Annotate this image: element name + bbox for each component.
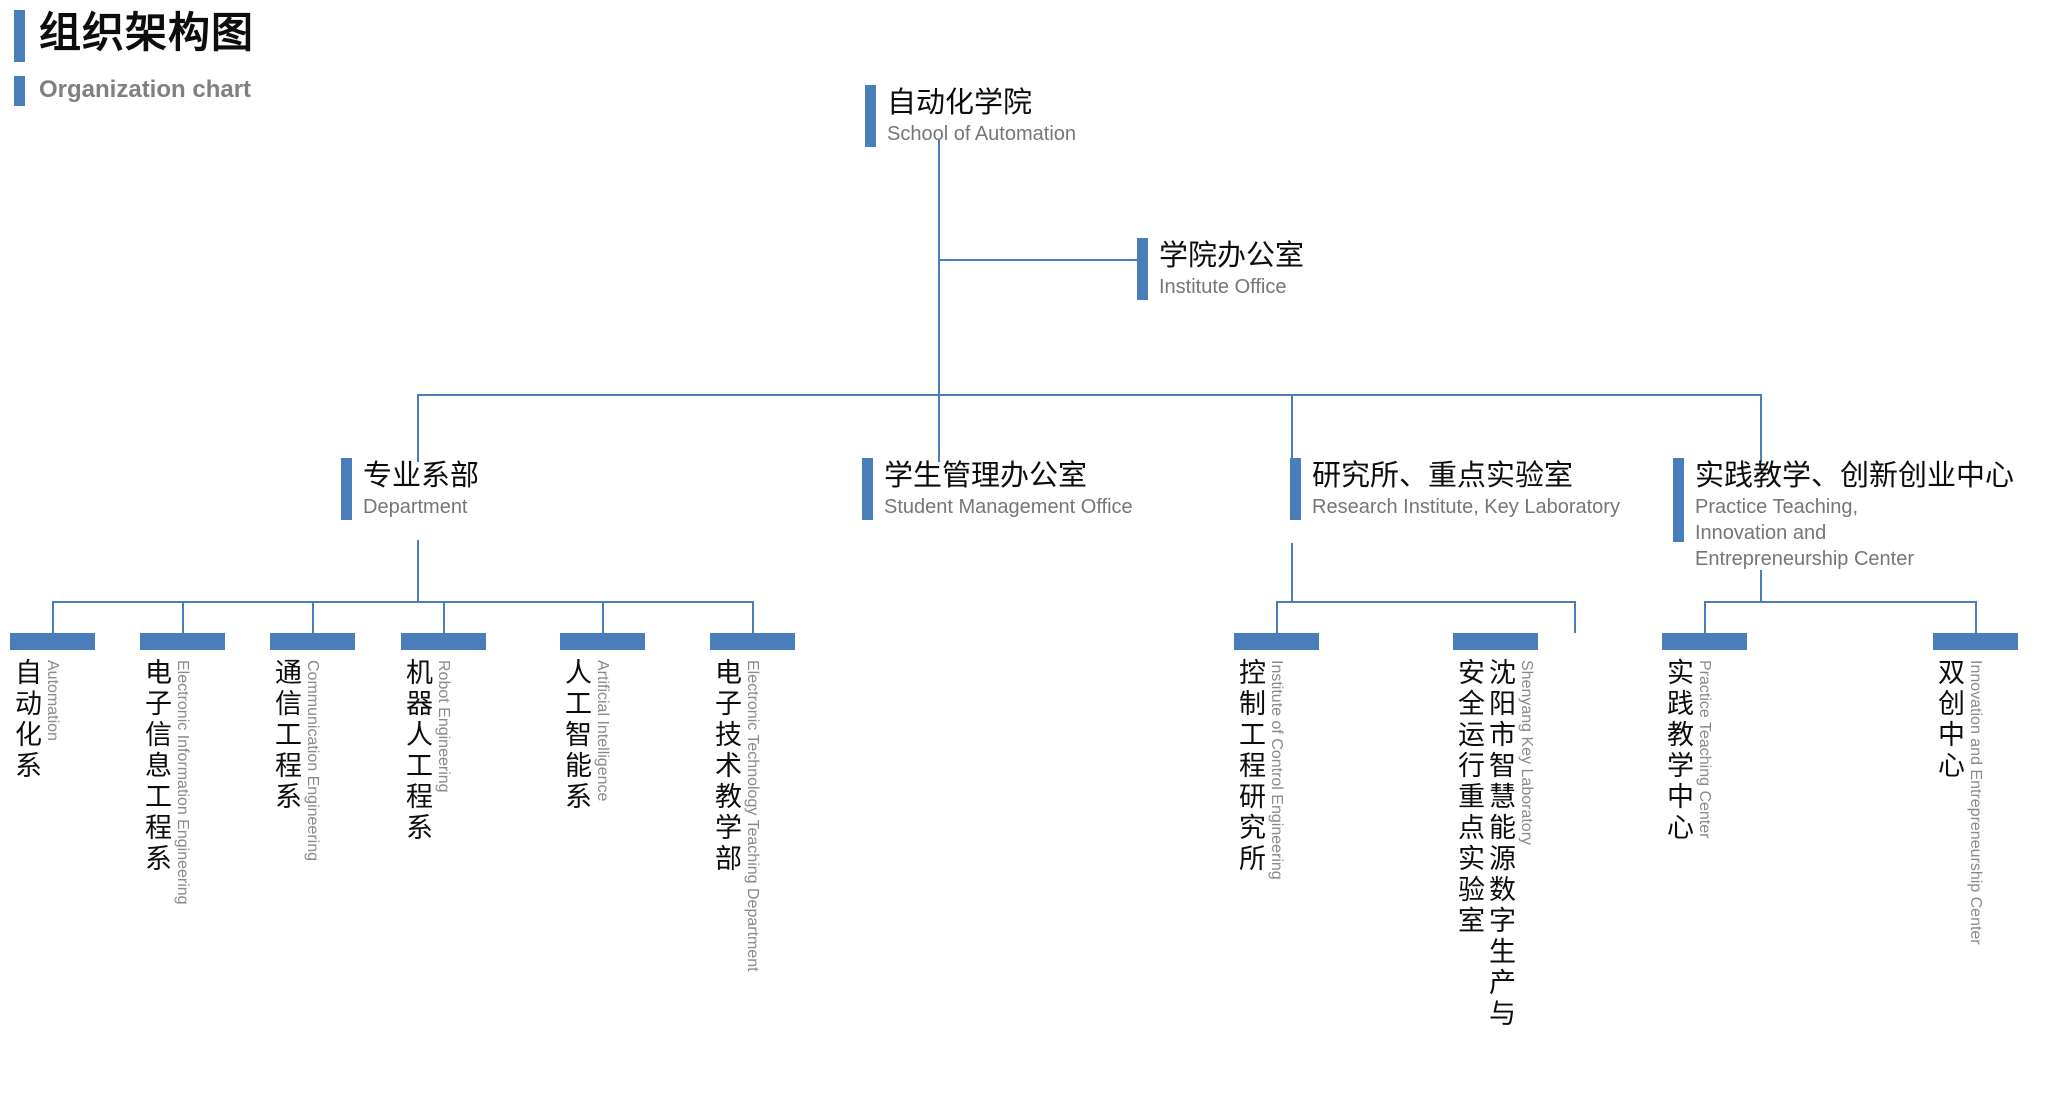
- chart-title-block: 组织架构图 Organization chart: [14, 10, 254, 106]
- connector-leaf-drop-5: [602, 601, 604, 633]
- connector-root-to-office: [938, 259, 1141, 261]
- node-accent-bar: [862, 458, 873, 520]
- connector-leaf-drop-1: [52, 601, 54, 633]
- title-accent-bar: [14, 10, 25, 62]
- node-title-en: School of Automation: [887, 123, 1077, 145]
- leaf-title-cn: 电子技术教学部: [711, 658, 741, 875]
- leaf-shenyang-key-laboratory[interactable]: 沈阳市智慧能源数字生产与安全运行重点实验室 Shenyang Key Labor…: [1453, 633, 1538, 1036]
- node-title-cn: 自动化学院: [887, 87, 1033, 119]
- connector-drop-practice: [1760, 394, 1762, 462]
- leaf-bar: [401, 633, 486, 650]
- connector-drop-student-office: [938, 394, 940, 462]
- leaf-institute-of-control-engineering[interactable]: 控制工程研究所 Institute of Control Engineering: [1234, 633, 1319, 880]
- connector-leaf-drop-7: [1276, 601, 1278, 633]
- node-title-cn: 研究所、重点实验室: [1312, 460, 1574, 492]
- leaf-bar: [1453, 633, 1538, 650]
- page-title: 组织架构图: [39, 9, 255, 56]
- leaf-title-cn: 控制工程研究所: [1235, 658, 1265, 875]
- leaf-bar: [710, 633, 795, 650]
- leaf-bar: [270, 633, 355, 650]
- leaf-bar: [10, 633, 95, 650]
- node-research-institute-key-laboratory[interactable]: 研究所、重点实验室 Research Institute, Key Labora…: [1290, 458, 1620, 520]
- leaf-title-en: Institute of Control Engineering: [1268, 660, 1285, 880]
- leaf-bar: [1234, 633, 1319, 650]
- leaf-title-cn: 实践教学中心: [1663, 658, 1693, 844]
- node-title-en: Research Institute, Key Laboratory: [1312, 496, 1620, 518]
- leaf-bar: [560, 633, 645, 650]
- connector-leaf-drop-9: [1704, 601, 1706, 633]
- node-practice-teaching-innovation-center[interactable]: 实践教学、创新创业中心 Practice Teaching, Innovatio…: [1673, 458, 2015, 570]
- node-accent-bar: [1290, 458, 1301, 520]
- node-accent-bar: [1673, 458, 1684, 542]
- leaf-automation[interactable]: 自动化系 Automation: [10, 633, 95, 782]
- connector-leaf-drop-4: [443, 601, 445, 633]
- node-accent-bar: [1137, 238, 1148, 300]
- leaf-bar: [140, 633, 225, 650]
- leaf-title-cn: 自动化系: [11, 658, 41, 782]
- leaf-title-en: Automation: [44, 660, 61, 741]
- leaf-title-en: Shenyang Key Laboratory: [1518, 660, 1535, 846]
- node-school-of-automation[interactable]: 自动化学院 School of Automation: [865, 85, 1076, 147]
- leaf-title-en: Electronic Information Engineering: [174, 660, 191, 905]
- subtitle-row: Organization chart: [14, 76, 254, 106]
- connector-practice-leaf-bus: [1704, 601, 1977, 603]
- leaf-title-cn: 机器人工程系: [402, 658, 432, 844]
- connector-leaf-drop-6: [752, 601, 754, 633]
- node-department[interactable]: 专业系部 Department: [341, 458, 479, 520]
- leaf-title-cn: 人工智能系: [561, 658, 591, 813]
- node-student-management-office[interactable]: 学生管理办公室 Student Management Office: [862, 458, 1133, 520]
- leaf-practice-teaching-center[interactable]: 实践教学中心 Practice Teaching Center: [1662, 633, 1747, 844]
- page-subtitle: Organization chart: [39, 76, 252, 103]
- node-title-cn: 专业系部: [363, 460, 480, 492]
- connector-leaf-drop-8: [1574, 601, 1576, 633]
- subtitle-accent-bar: [14, 76, 25, 106]
- connector-research-stem: [1291, 543, 1293, 602]
- node-title-en: Student Management Office: [884, 496, 1133, 518]
- leaf-artificial-intelligence[interactable]: 人工智能系 Artificial Intelligence: [560, 633, 645, 813]
- leaf-title-en: Practice Teaching Center: [1696, 660, 1713, 839]
- leaf-title-cn: 双创中心: [1934, 658, 1964, 782]
- leaf-title-en: Artificial Intelligence: [594, 660, 611, 802]
- connector-drop-research: [1291, 394, 1293, 462]
- connector-leaf-drop-10: [1975, 601, 1977, 633]
- node-title-cn: 学生管理办公室: [884, 460, 1088, 492]
- connector-root-stem: [938, 140, 940, 395]
- leaf-title-en: Robot Engineering: [435, 660, 452, 793]
- connector-leaf-drop-3: [312, 601, 314, 633]
- leaf-electronic-technology-teaching-department[interactable]: 电子技术教学部 Electronic Technology Teaching D…: [710, 633, 795, 972]
- leaf-title-cn: 电子信息工程系: [141, 658, 171, 875]
- node-accent-bar: [341, 458, 352, 520]
- node-institute-office[interactable]: 学院办公室 Institute Office: [1137, 238, 1304, 300]
- leaf-title-cn: 通信工程系: [271, 658, 301, 813]
- connector-practice-stem: [1760, 570, 1762, 602]
- leaf-robot-engineering[interactable]: 机器人工程系 Robot Engineering: [401, 633, 486, 844]
- connector-level3-bus: [417, 394, 1762, 396]
- leaf-innovation-entrepreneurship-center[interactable]: 双创中心 Innovation and Entrepreneurship Cen…: [1933, 633, 2018, 945]
- leaf-bar: [1933, 633, 2018, 650]
- leaf-bar: [1662, 633, 1747, 650]
- connector-leaf-drop-2: [182, 601, 184, 633]
- leaf-title-cn: 沈阳市智慧能源数字生产与安全运行重点实验室: [1454, 658, 1515, 1030]
- leaf-title-en: Communication Engineering: [304, 660, 321, 861]
- connector-department-leaf-bus: [52, 601, 752, 603]
- node-title-en: Department: [363, 496, 468, 518]
- connector-department-stem: [417, 540, 419, 602]
- node-title-en: Institute Office: [1159, 276, 1287, 298]
- node-title-en: Practice Teaching, Innovation and Entrep…: [1695, 496, 1915, 570]
- node-accent-bar: [865, 85, 876, 147]
- node-title-cn: 学院办公室: [1159, 240, 1305, 272]
- title-row: 组织架构图: [14, 10, 254, 62]
- connector-research-leaf-bus: [1276, 601, 1576, 603]
- leaf-communication-engineering[interactable]: 通信工程系 Communication Engineering: [270, 633, 355, 861]
- node-title-cn: 实践教学、创新创业中心: [1695, 460, 2015, 492]
- leaf-title-en: Electronic Technology Teaching Departmen…: [744, 660, 761, 972]
- leaf-electronic-information-engineering[interactable]: 电子信息工程系 Electronic Information Engineeri…: [140, 633, 225, 905]
- leaf-title-en: Innovation and Entrepreneurship Center: [1967, 660, 1984, 945]
- connector-drop-department: [417, 394, 419, 462]
